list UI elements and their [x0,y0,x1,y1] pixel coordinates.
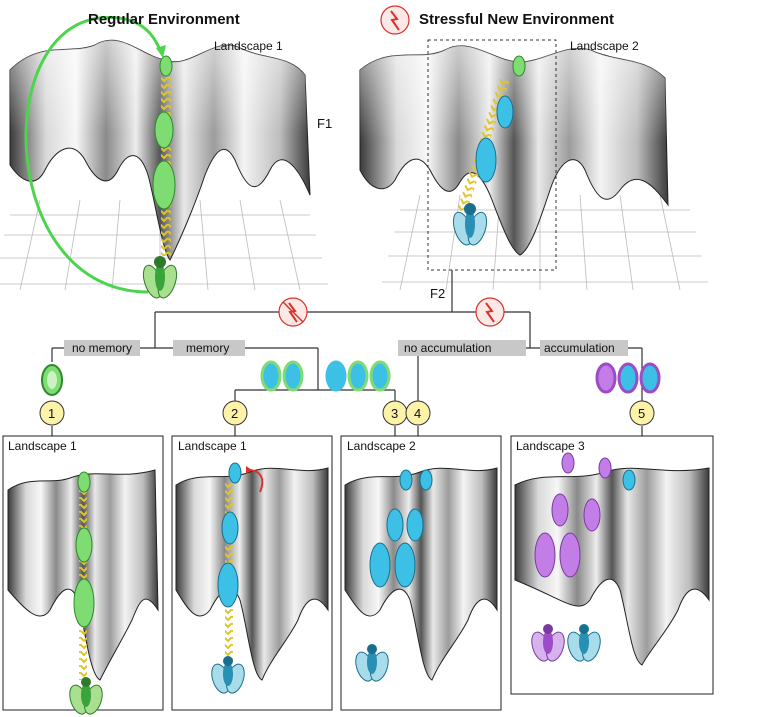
f1-label: F1 [317,116,332,131]
stress-chain [452,55,526,246]
regular-title: Regular Environment [88,11,240,28]
svg-text:memory: memory [186,341,229,355]
panel-3-label: Landscape 2 [347,439,416,453]
panel-1: Landscape 1 [2,435,164,711]
fly-icon [69,677,103,715]
memory-return-arrow [24,15,162,294]
outcome-1: 1 [48,406,55,421]
branch-tag-no-accumulation: no accumulation [398,340,526,356]
stressful-title: Stressful New Environment [419,11,614,28]
svg-text:accumulation: accumulation [544,341,615,355]
branch-tag-memory: memory [173,340,245,356]
outcome-markers: 1 2 3 4 5 [39,400,655,426]
f2-label: F2 [430,286,445,301]
panel-1-label: Landscape 1 [8,439,77,453]
fly-icon [142,256,178,299]
lineage-tree [51,270,643,436]
branch-tag-accumulation: accumulation [540,340,628,356]
landscape-2-top [359,39,708,291]
fly-icon [211,656,245,694]
fly-icon [567,624,601,662]
fly-icon [355,644,389,682]
outcome-5: 5 [638,406,645,421]
fly-icon [452,203,488,246]
panel-3: Landscape 2 [340,435,502,711]
svg-text:no memory: no memory [72,341,132,355]
fly-icon [531,624,565,662]
outcome-3: 3 [391,406,398,421]
branch-tag-no-memory: no memory [64,340,140,356]
landscape-label-top-left: Landscape 1 [214,39,283,53]
landscape-label-top-right: Landscape 2 [570,39,639,53]
panel-2-label: Landscape 1 [178,439,247,453]
lightning-stress-icon [380,5,410,35]
svg-text:no accumulation: no accumulation [404,341,491,355]
lightning-stress-icon [475,297,505,327]
regular-chain [24,15,178,299]
state-glyphs [41,360,661,396]
crossed-lightning-icon [278,297,308,327]
outcome-2: 2 [231,406,238,421]
outcome-4: 4 [414,406,421,421]
focus-box [427,39,557,271]
panel-4-label: Landscape 3 [516,439,585,453]
panel-2: Landscape 1 [171,435,333,711]
